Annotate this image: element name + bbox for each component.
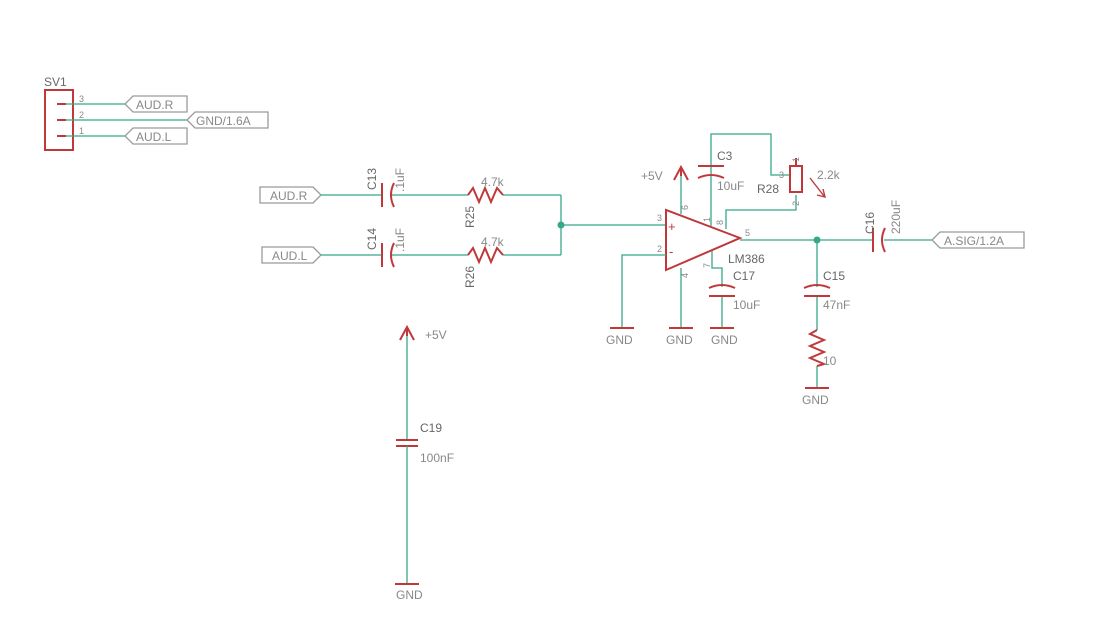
resistor-10[interactable]: 10 [807, 329, 837, 368]
gnd-label-2: GND [666, 333, 693, 347]
net-label-asig-text: A.SIG/1.2A [944, 234, 1004, 248]
amp-pin-5: 5 [745, 228, 750, 238]
net-label-aud-l-sv1[interactable] [124, 127, 188, 145]
c16-ref: C16 [863, 212, 877, 234]
power-5v-amp: +5V [641, 164, 689, 183]
wire-pin1-c3-pot [710, 133, 790, 226]
c14-value: .1uF [393, 228, 407, 252]
sv1-pin1-num: 1 [79, 126, 84, 136]
sv1-pin2-num: 2 [79, 110, 84, 120]
gnd-label-4: GND [802, 393, 829, 407]
c13-ref: C13 [365, 168, 379, 190]
r10-value: 10 [823, 354, 837, 368]
amplifier-lm386[interactable]: + - 3 2 5 6 1 8 4 7 LM386 [657, 205, 765, 278]
gnd-symbol-4: GND [802, 387, 829, 407]
capacitor-c15[interactable]: C15 47nF [803, 269, 850, 312]
net-label-gnd-sv1[interactable] [186, 111, 269, 129]
amp-pin-3: 3 [657, 213, 662, 223]
amp-pin-2: 2 [657, 244, 662, 254]
power-5v-c19: +5V [399, 324, 447, 342]
c13-value: .1uF [393, 168, 407, 192]
c17-value: 10uF [733, 298, 760, 312]
potentiometer-r28[interactable]: 3 1 2 R28 2.2k [757, 157, 841, 206]
amp-minus-sign: - [669, 244, 673, 259]
c16-value: 220uF [889, 200, 903, 234]
gnd-symbol-1: GND [606, 327, 634, 347]
net-label-gnd-sv1-text: GND/1.6A [196, 114, 251, 128]
capacitor-c19[interactable]: C19 100nF [396, 421, 454, 465]
c19-ref: C19 [420, 421, 442, 435]
amp-pin-1: 1 [702, 217, 712, 222]
pot-pin-1: 1 [791, 157, 801, 162]
net-label-aud-r-sv1-text: AUD.R [136, 98, 174, 112]
net-label-aud-l-sv1-text: AUD.L [136, 130, 172, 144]
gnd-label-5: GND [396, 588, 423, 602]
c19-value: 100nF [420, 451, 454, 465]
capacitor-c14[interactable]: C14 .1uF [365, 228, 407, 268]
amp-pin-6: 6 [680, 205, 690, 210]
net-label-aud-l-in-text: AUD.L [272, 249, 308, 263]
r26-ref: R26 [463, 266, 477, 288]
c15-value: 47nF [823, 298, 850, 312]
net-label-aud-r-sv1[interactable] [124, 95, 188, 113]
capacitor-c3[interactable]: C3 10uF [697, 149, 744, 193]
r28-ref: R28 [757, 182, 779, 196]
net-label-aud-r-in-text: AUD.R [270, 189, 308, 203]
c14-ref: C14 [365, 228, 379, 250]
r28-value: 2.2k [817, 168, 841, 182]
junction-mix [557, 221, 565, 229]
amp-pin-7: 7 [702, 263, 712, 268]
sv1-ref: SV1 [44, 75, 67, 89]
power-5v-c19-label: +5V [425, 328, 447, 342]
r25-ref: R25 [463, 206, 477, 228]
wire-amp-minus-gnd [621, 254, 666, 328]
r26-value: 4.7k [481, 235, 505, 249]
resistor-r26[interactable]: 4.7k R26 [463, 235, 505, 288]
sv1-pin3-num: 3 [79, 94, 84, 104]
resistor-r25[interactable]: 4.7k R25 [463, 175, 505, 228]
wire-pin8-pot [725, 195, 797, 229]
pot-pin-3: 3 [779, 170, 784, 180]
c17-ref: C17 [733, 269, 755, 283]
gnd-label-1: GND [606, 333, 633, 347]
gnd-symbol-2: GND [666, 327, 693, 347]
power-5v-amp-label: +5V [641, 169, 663, 183]
gnd-label-3: GND [711, 333, 738, 347]
capacitor-c13[interactable]: C13 .1uF [365, 168, 407, 208]
amp-pin-4: 4 [680, 273, 690, 278]
pot-pin-2: 2 [791, 201, 801, 206]
capacitor-c16[interactable]: C16 220uF [863, 200, 903, 253]
amp-plus-sign: + [668, 219, 676, 234]
lm386-ref: LM386 [728, 252, 765, 266]
c3-value: 10uF [717, 179, 744, 193]
amp-pin-8: 8 [715, 220, 725, 225]
net-label-asig[interactable] [931, 231, 1025, 249]
net-label-aud-l-in[interactable] [261, 246, 322, 264]
sv1-connector[interactable]: SV1 3 2 1 AUD.R GND/1.6A AUD.L [44, 75, 269, 151]
wire-pin7-c17 [711, 251, 723, 287]
r25-value: 4.7k [481, 175, 505, 189]
c3-ref: C3 [717, 149, 733, 163]
capacitor-c17[interactable]: C17 10uF [708, 269, 760, 312]
gnd-symbol-5: GND [395, 583, 423, 602]
gnd-symbol-3: GND [710, 327, 738, 347]
net-label-aud-r-in[interactable] [259, 186, 322, 204]
c15-ref: C15 [823, 269, 845, 283]
